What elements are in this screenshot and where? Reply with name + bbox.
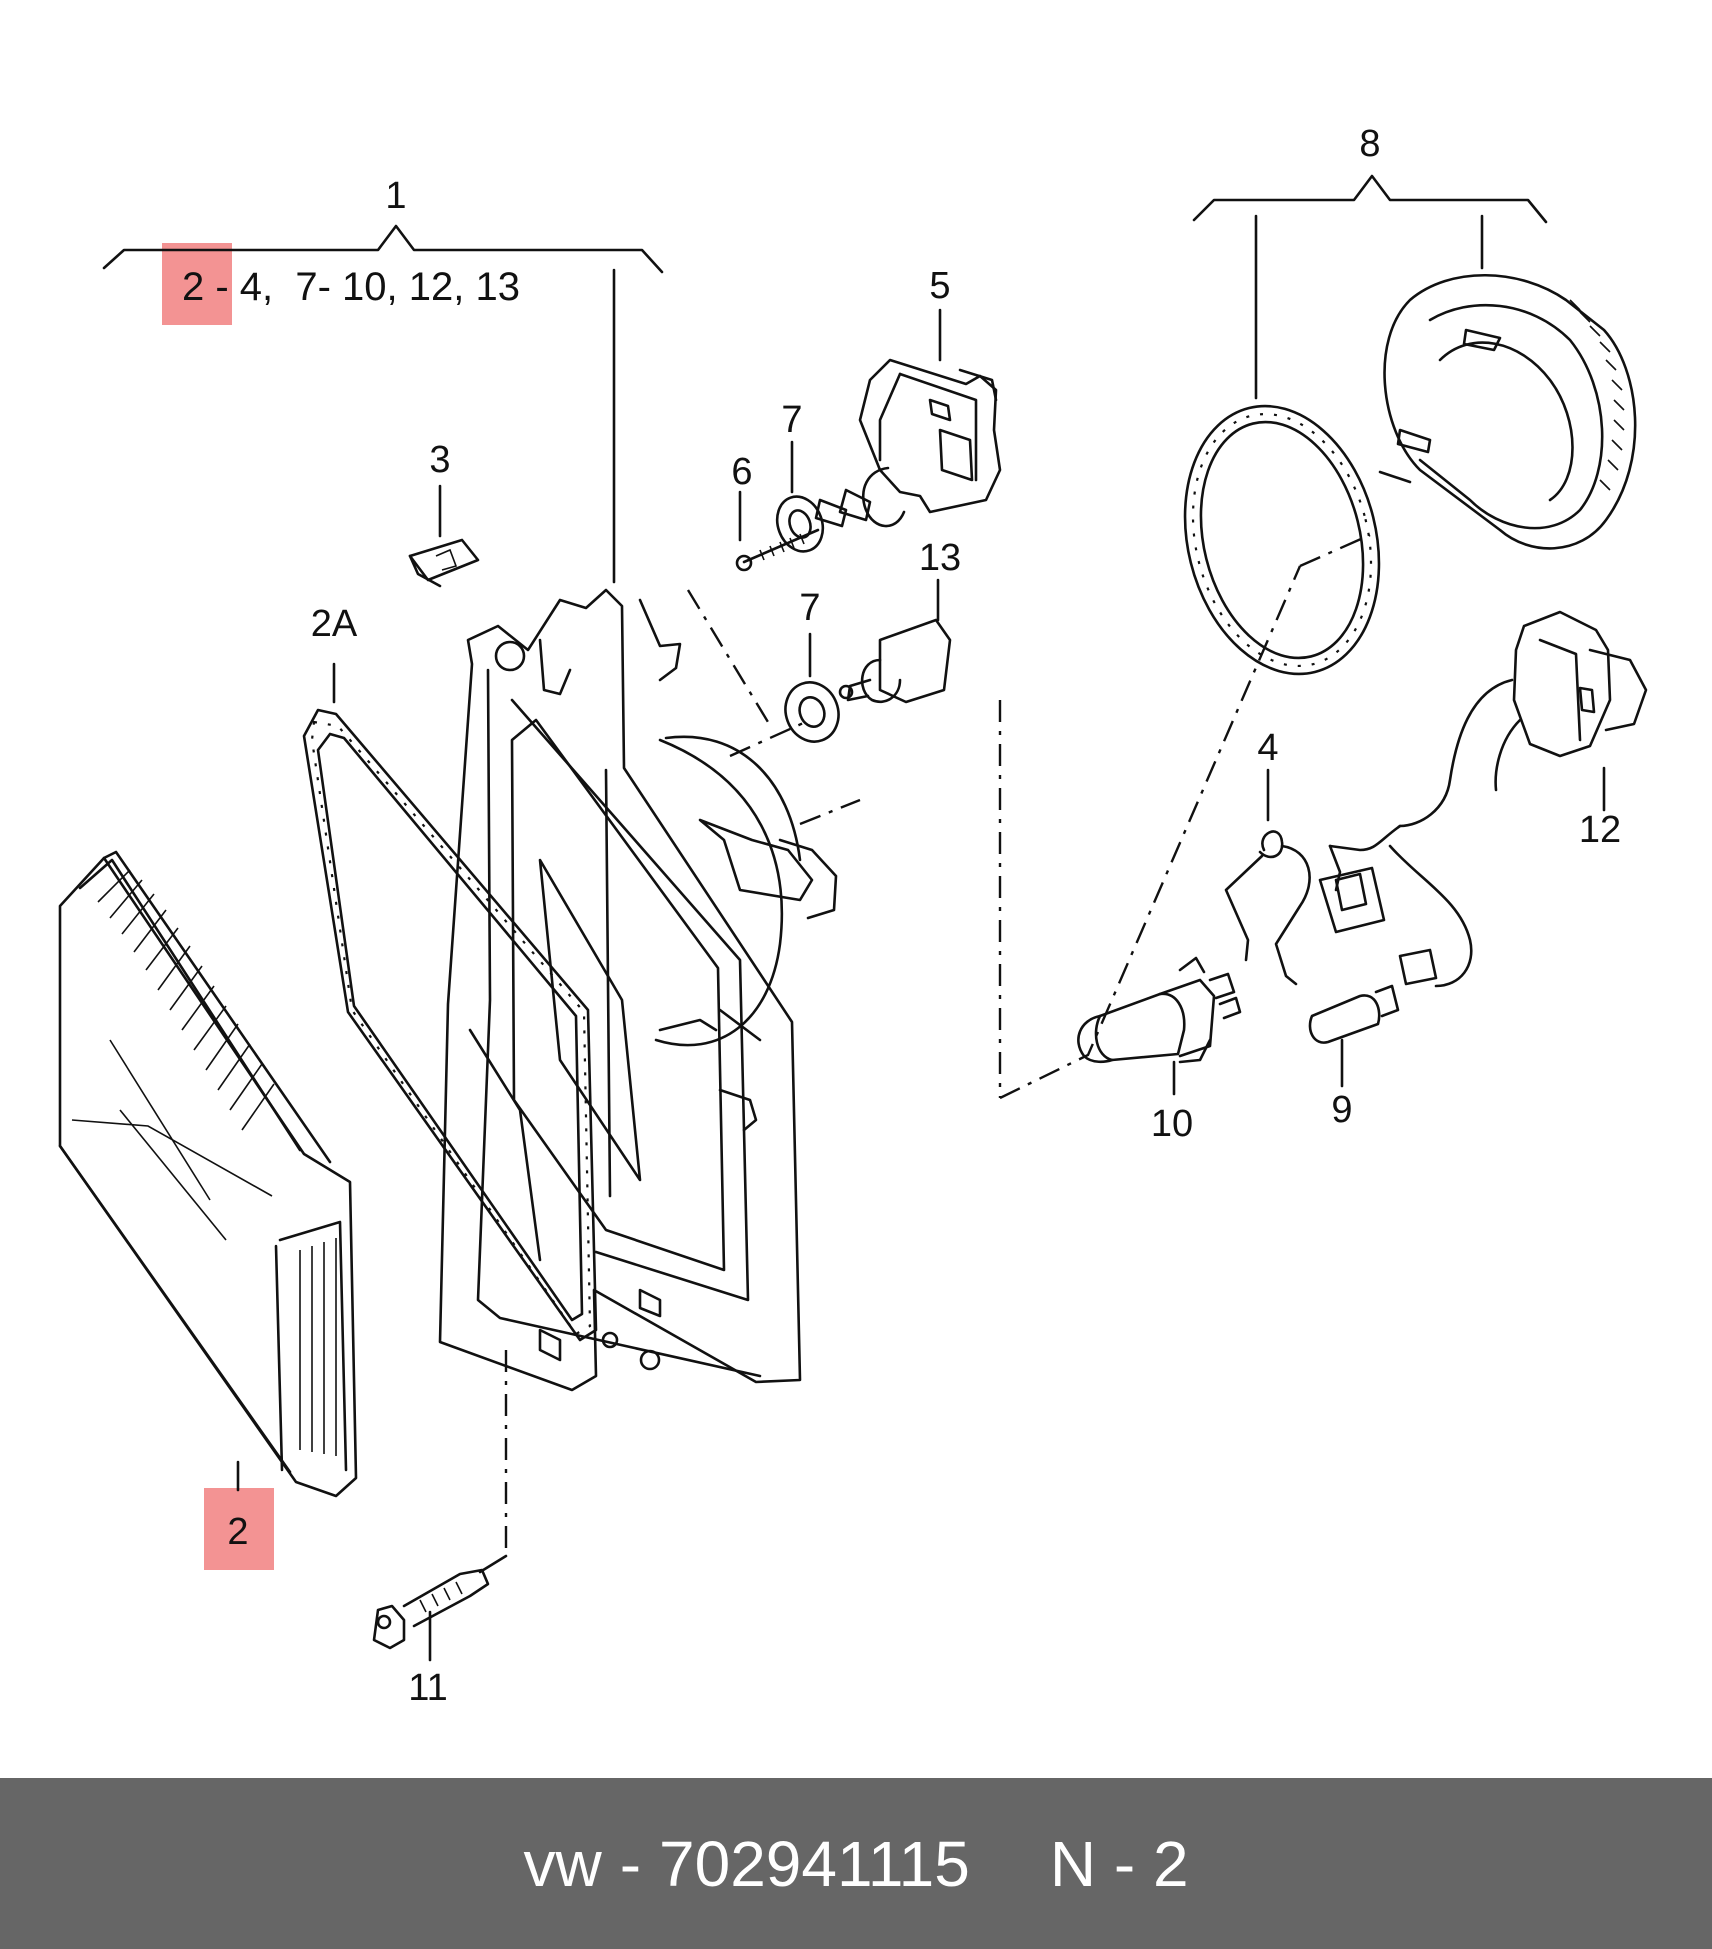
callout-4: 4 — [1257, 727, 1278, 769]
part-number-footer: vw - 702941115 N - 2 — [0, 1778, 1712, 1949]
diagram-position: N - 2 — [1049, 1827, 1189, 1900]
h4-bulb-10 — [1077, 956, 1242, 1096]
callout-9: 9 — [1331, 1089, 1352, 1131]
headlight-exploded-diagram: 1 2 - 4, 7- 10, 12, 13 2 2A 3 4 5 6 7 7 … — [58, 123, 1648, 1709]
callout-6: 6 — [731, 451, 752, 493]
gasket-2a — [302, 662, 598, 1342]
callout-5: 5 — [929, 265, 950, 307]
wire-clip-4 — [1224, 768, 1311, 986]
highlight-box-item-2 — [204, 1488, 274, 1570]
callout-12: 12 — [1579, 809, 1621, 851]
callout-8: 8 — [1359, 123, 1380, 165]
adjuster-screw-6 — [735, 490, 820, 572]
highlight-box-range — [162, 243, 232, 325]
callout-7-lower: 7 — [799, 587, 820, 629]
small-bulb-9 — [1308, 984, 1400, 1088]
callout-1: 1 — [385, 175, 406, 217]
callout-2a: 2A — [311, 603, 358, 645]
axis-lines — [504, 533, 1371, 1556]
wiring-harness-12 — [1318, 610, 1648, 988]
bracket-item-8 — [1192, 174, 1548, 400]
callout-7-upper: 7 — [781, 399, 802, 441]
bracket-item-1 — [102, 224, 664, 584]
grommet-7-upper — [775, 440, 825, 553]
callout-13: 13 — [919, 537, 961, 579]
clip-3 — [408, 484, 480, 588]
callout-3: 3 — [429, 439, 450, 481]
brand-label: vw — [523, 1827, 602, 1900]
bolt-11 — [372, 1554, 508, 1662]
callout-10: 10 — [1151, 1103, 1193, 1145]
headlight-housing — [438, 588, 838, 1392]
callout-1-range: 2 - 4, 7- 10, 12, 13 — [182, 265, 520, 309]
bulb-holder-13 — [838, 578, 952, 704]
part-number: 702941115 — [659, 1827, 970, 1900]
separator: - — [619, 1827, 641, 1900]
headlight-lens — [58, 850, 358, 1498]
seal-ring-8 — [1183, 404, 1381, 676]
grommet-7-lower — [784, 632, 840, 743]
callout-2: 2 — [227, 1511, 248, 1553]
retaining-cap-8 — [1378, 273, 1637, 550]
callout-11: 11 — [408, 1667, 447, 1709]
adjuster-motor-5 — [814, 308, 1002, 528]
